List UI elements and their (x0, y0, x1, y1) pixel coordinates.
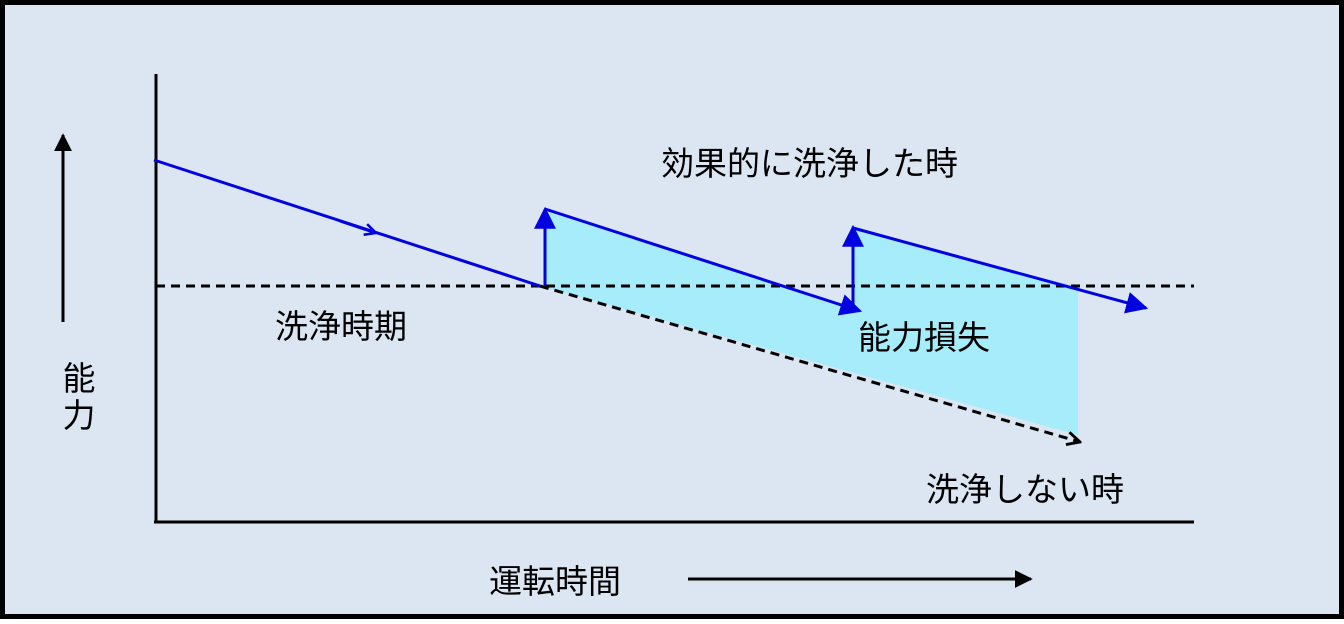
effective-cleaning-label: 効果的に洗浄した時 (661, 144, 958, 183)
no-cleaning-label: 洗浄しない時 (926, 470, 1124, 509)
no-cleaning-line (539, 284, 1080, 442)
capacity-loss-label: 能力損失 (858, 318, 990, 357)
y-axis-label: 能力 (57, 361, 96, 435)
diagram-canvas (54, 74, 1194, 588)
cleaning-time-label: 洗浄時期 (275, 307, 407, 346)
x-axis-label: 運転時間 (489, 562, 621, 601)
decline-line-2 (544, 207, 863, 316)
capacity-loss-area (540, 209, 1078, 435)
initial-decline-arrow (339, 219, 376, 233)
decline-line-3 (852, 226, 1149, 314)
